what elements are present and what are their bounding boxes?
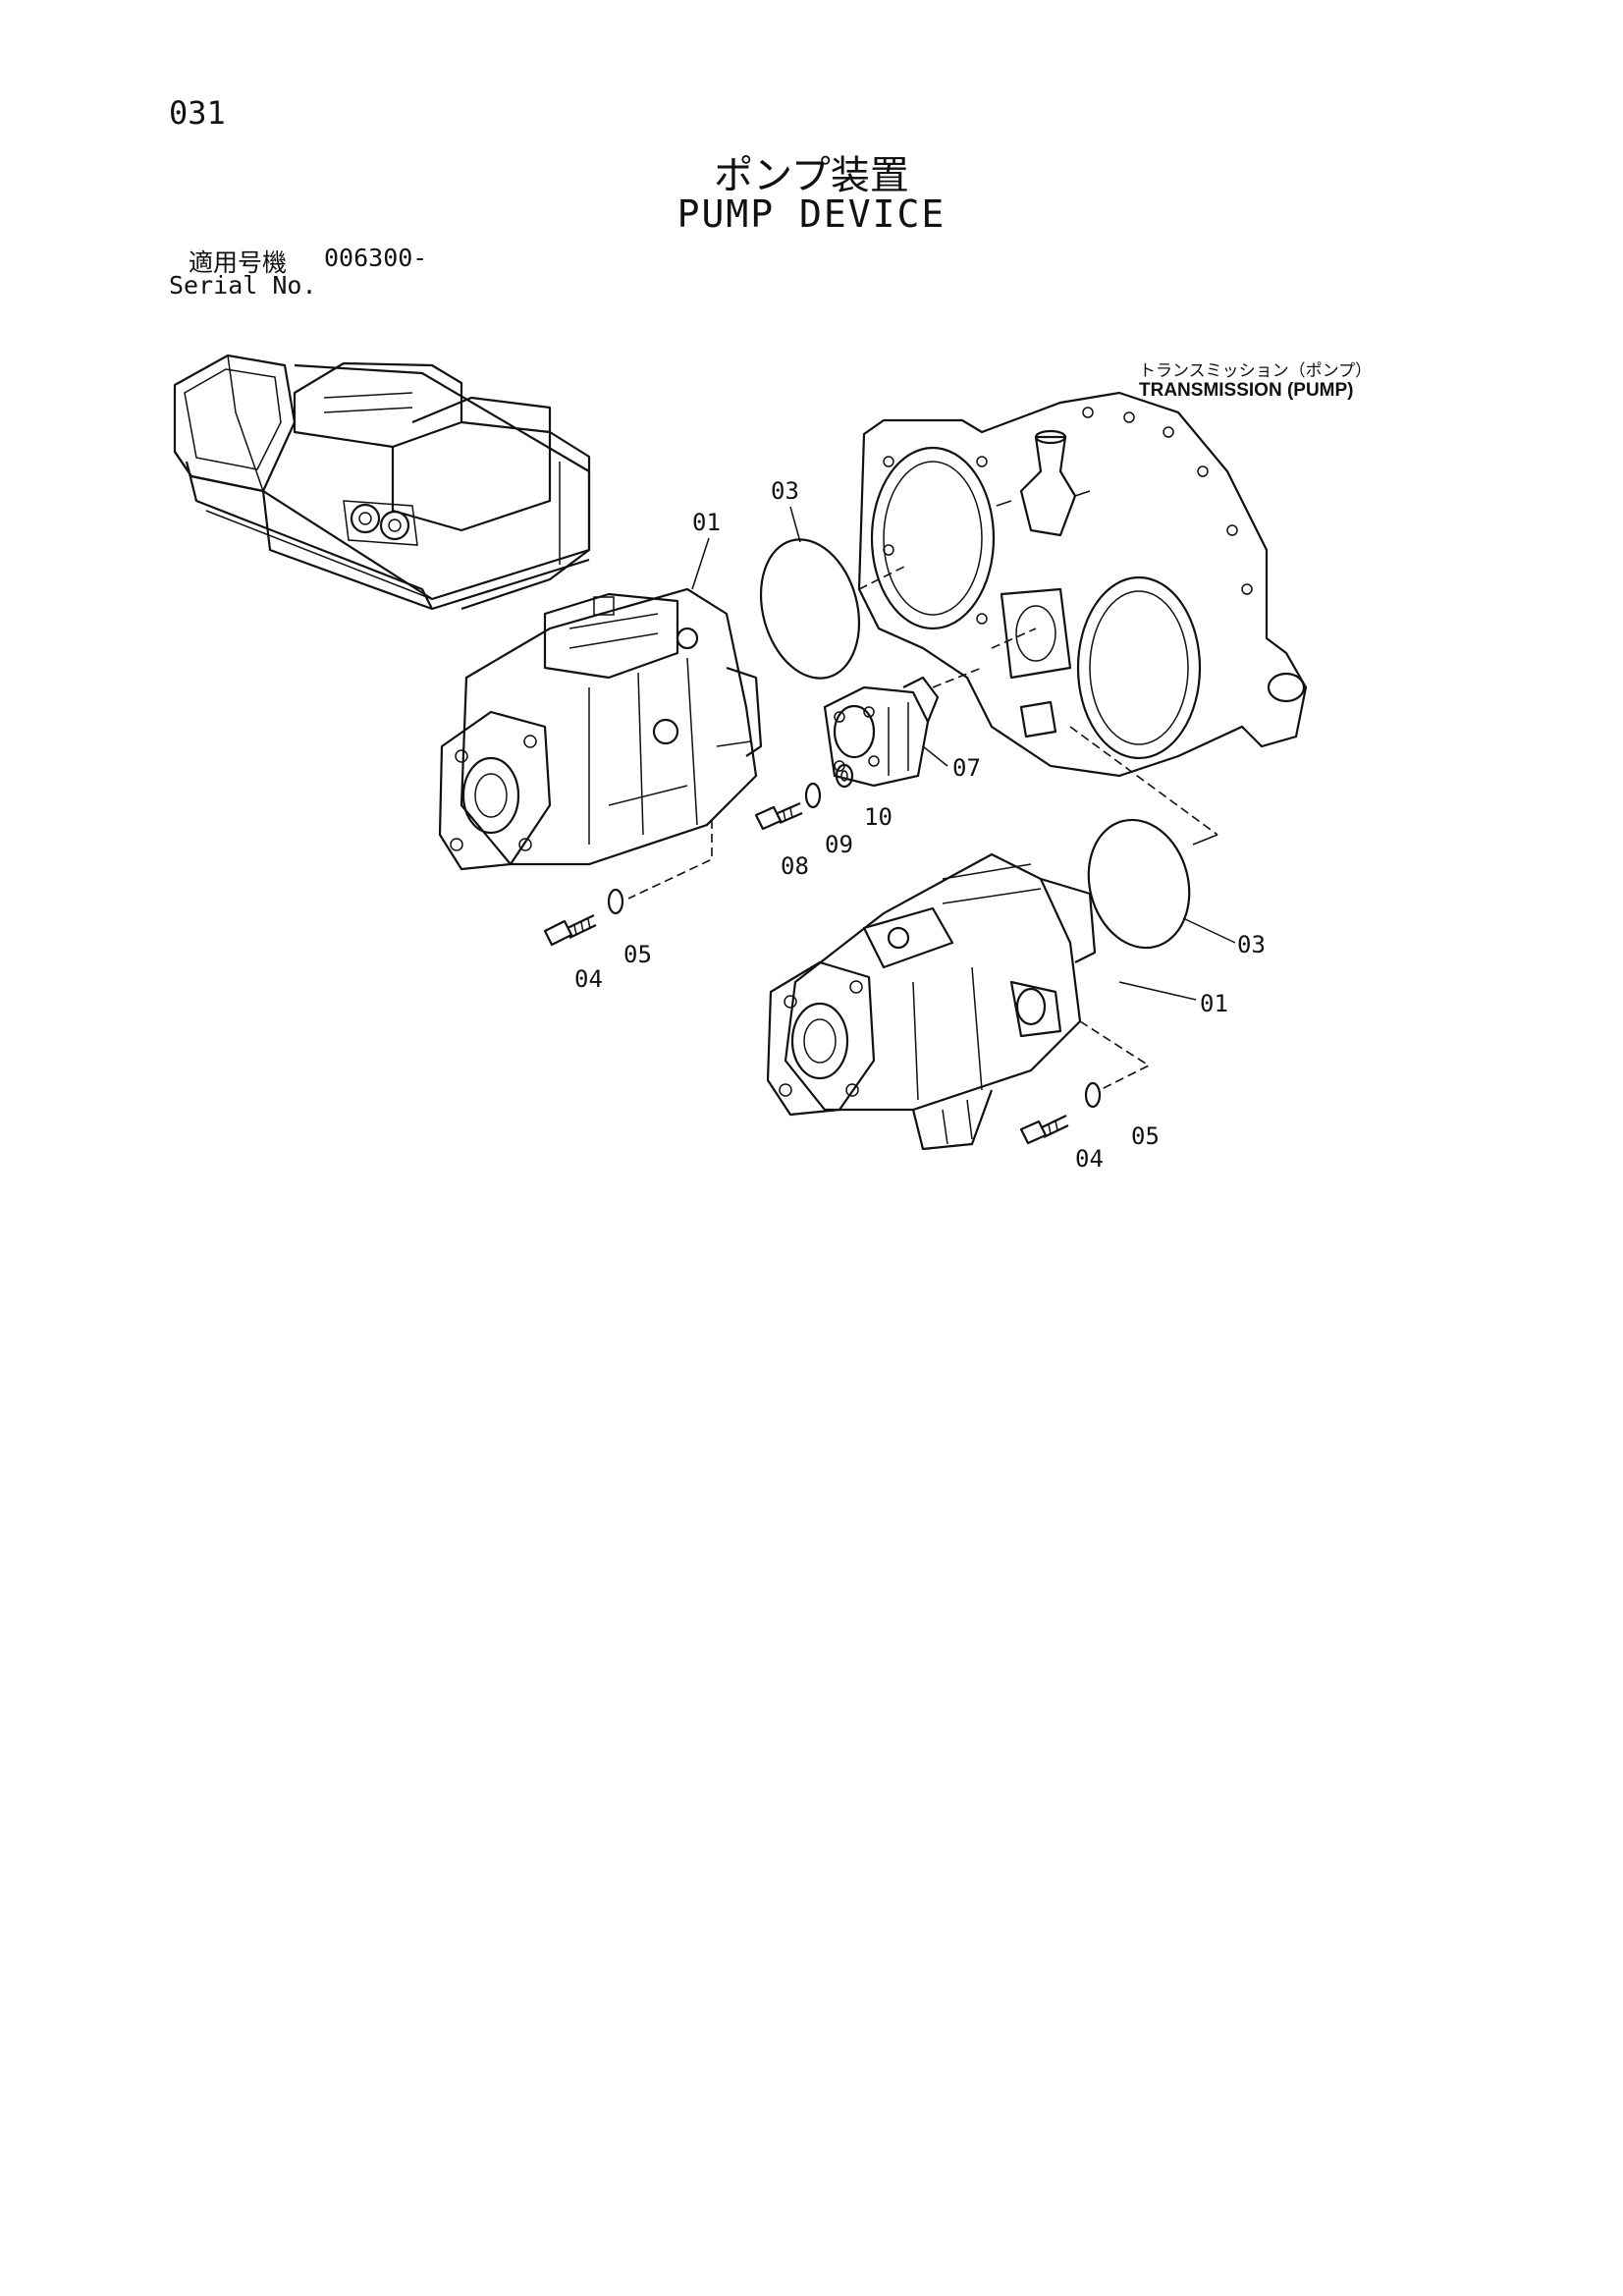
transmission-label-jp: トランスミッション（ポンプ） <box>1139 361 1373 381</box>
callout-lower-washer: 05 <box>1131 1122 1160 1150</box>
assembly-lines <box>627 564 1218 1091</box>
callout-upper-o-ring: 03 <box>771 477 799 505</box>
callout-upper-washer: 05 <box>623 941 652 968</box>
callout-pilot-pump: 07 <box>952 754 981 782</box>
page-number: 031 <box>169 94 226 132</box>
callout-lower-bolt: 04 <box>1075 1145 1104 1173</box>
bolt <box>543 801 1069 1145</box>
main-pump-upper <box>438 587 763 871</box>
transmission-housing <box>857 391 1308 778</box>
callout-washer-09: 09 <box>825 831 853 858</box>
page-title-en: PUMP DEVICE <box>676 192 947 236</box>
serial-label-en: Serial No. <box>169 271 317 300</box>
washer <box>607 763 1102 1109</box>
main-pump-lower <box>766 852 1097 1151</box>
callout-lower-o-ring: 03 <box>1237 931 1266 958</box>
callout-labels: 01 03 07 08 09 10 04 05 03 01 05 04 <box>574 477 1266 1173</box>
callout-lower-pump: 01 <box>1200 990 1228 1017</box>
excavator-overview <box>173 354 591 611</box>
page-title-jp: ポンプ装置 <box>714 153 909 198</box>
callout-washer-10: 10 <box>864 803 893 831</box>
o-ring <box>759 538 1191 950</box>
serial-label-jp: 適用号機 <box>189 248 288 277</box>
callout-upper-bolt: 04 <box>574 965 603 993</box>
serial-number-value: 006300- <box>324 244 428 272</box>
callout-upper-pump: 01 <box>692 509 721 536</box>
callout-bolt-08: 08 <box>781 852 809 880</box>
pilot-pump <box>823 676 940 788</box>
transmission-label-en: TRANSMISSION (PUMP) <box>1139 380 1354 401</box>
